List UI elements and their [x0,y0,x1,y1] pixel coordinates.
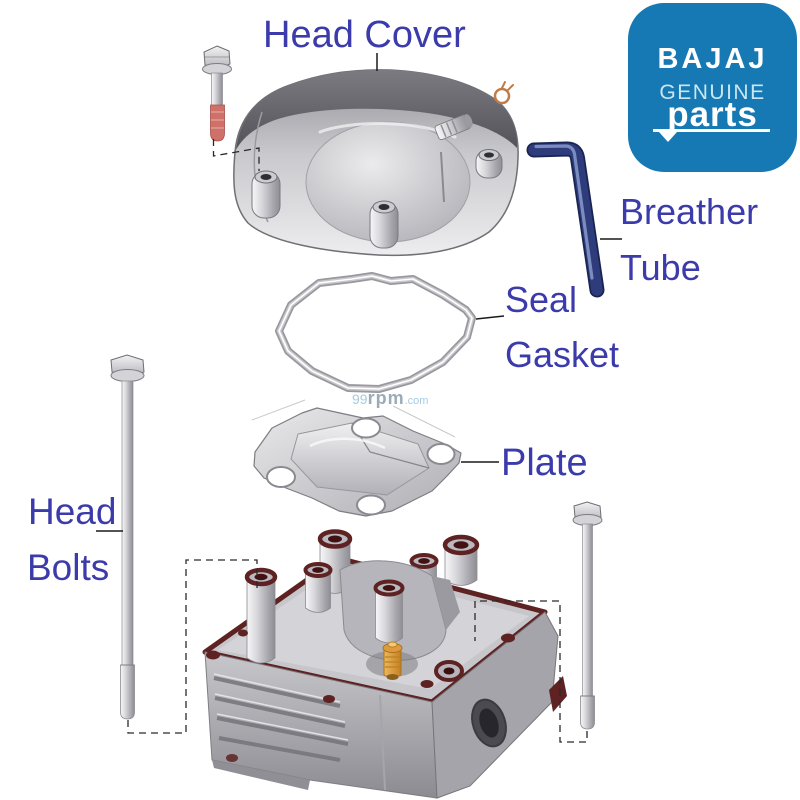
head-bolt-right [572,501,603,730]
stud-tower [373,579,405,644]
watermark-part2: rpm [367,388,405,408]
side-port [471,698,507,748]
plate-label: Plate [501,442,588,484]
leader-lines [96,53,622,532]
spark-plug [382,641,403,680]
stud-tower [303,562,333,613]
breather-nipple [434,114,473,140]
head-cover-label: Head Cover [263,14,466,56]
cover-boss-center [369,200,399,249]
stud-tower [244,567,278,664]
cylinder-head-part [202,529,567,799]
head-bolts-label-line2: Bolts [27,547,110,588]
seal-gasket-label-line2: Gasket [505,334,620,375]
logo-genuine-text: GENUINE [659,81,766,104]
logo-parts-text: parts [667,95,758,134]
dash-left-bolt [127,559,258,734]
plate-part [251,399,462,517]
seal-gasket-part [275,272,476,393]
leader-seal-gasket [475,315,505,320]
watermark-part3: .com [404,395,429,407]
cover-boss-left [251,170,281,219]
down-arrow-icon [659,132,677,142]
dash-cover-bolt [212,139,260,171]
head-bolts-label-line1: Head [28,491,117,532]
bajaj-genuine-parts-logo: BAJAJ GENUINE parts [628,3,797,172]
seal-gasket-label-line1: Seal [505,279,578,320]
breather-tube-label-line1: Breather [620,191,759,232]
breather-tube-part [526,141,605,298]
logo-brand-text: BAJAJ [657,43,768,75]
assembly-dashed-lines [127,139,588,743]
cover-boss-right [475,149,503,179]
head-bolt-left [110,354,145,720]
head-cover-part [233,69,519,257]
dash-right-bolt [474,600,588,743]
watermark-part1: 99 [352,391,368,407]
stud-tower [442,534,480,586]
clip-ring-icon [493,81,514,105]
breather-tube-label-line2: Tube [620,247,701,288]
logo-underline [653,129,770,132]
cover-bolt-part [202,45,232,142]
